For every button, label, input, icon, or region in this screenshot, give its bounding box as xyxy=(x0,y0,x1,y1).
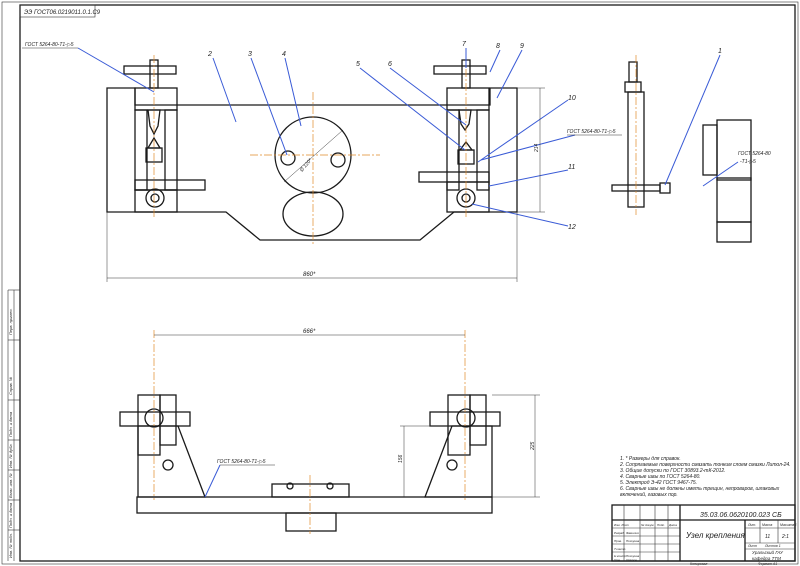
svg-text:Изм. Лист: Изм. Лист xyxy=(614,523,629,527)
dim-height-225: 225 xyxy=(530,441,536,451)
svg-text:3. Общие допуски по ГОСТ 30893: 3. Общие допуски по ГОСТ 30893.2-mК-2012… xyxy=(620,468,726,474)
svg-text:Пров.: Пров. xyxy=(614,539,622,543)
dim-top-span: 666* xyxy=(303,329,316,335)
svg-text:Разраб.: Разраб. xyxy=(614,531,625,535)
mass-value: 11 xyxy=(765,534,770,540)
pos-5: 5 xyxy=(356,61,360,68)
svg-text:Взам. инв. №: Взам. инв. № xyxy=(8,473,13,498)
svg-text:Лит.: Лит. xyxy=(747,523,756,527)
svg-text:1. * Размеры для справок.: 1. * Размеры для справок. xyxy=(620,456,681,462)
svg-text:2. Сопрягаемые поверхности сма: 2. Сопрягаемые поверхности смазать тонки… xyxy=(619,462,791,468)
svg-text:5. Электрод Э-42 ГОСТ 9467-75.: 5. Электрод Э-42 ГОСТ 9467-75. xyxy=(620,480,697,486)
part-name: Узел крепления xyxy=(685,531,745,540)
drawing-frame xyxy=(19,4,796,562)
left-clamp-head xyxy=(134,87,178,111)
side-view: 1 ГОСТ 5264-80 -Т1-▷5 xyxy=(611,48,771,243)
top-base-plate xyxy=(136,496,493,514)
designation: 35.03.06.0620100.023 СБ xyxy=(700,512,782,519)
svg-text:Подп. и дата: Подп. и дата xyxy=(8,502,13,528)
pos-8: 8 xyxy=(496,43,500,50)
dim-height-156: 156 xyxy=(398,454,404,463)
weld-note-mid: ГОСТ 5264-80-Т1-▷5 xyxy=(567,129,616,135)
pos-4: 4 xyxy=(282,51,286,58)
svg-text:Пискунов: Пискунов xyxy=(626,539,640,543)
svg-text:Н.контр.: Н.контр. xyxy=(614,554,627,558)
top-view: 666* 225 156 ГОСТ 5264-80-Т1-▷5 xyxy=(119,329,540,534)
svg-text:Копировал: Копировал xyxy=(690,562,707,566)
technical-notes: 1. * Размеры для справок. 2. Сопрягаемые… xyxy=(619,456,791,498)
svg-text:включений, газовых пор.: включений, газовых пор. xyxy=(620,491,678,498)
pos-9: 9 xyxy=(520,43,524,50)
svg-text:№ докум.: № докум. xyxy=(641,523,654,527)
svg-text:Утв.: Утв. xyxy=(614,558,621,562)
dim-height-214: 214 xyxy=(534,143,540,153)
organization-1: Уральский ГАУ xyxy=(752,549,784,555)
organization-2: кафедра ТТМ xyxy=(752,556,781,561)
dim-overall-width: 860* xyxy=(303,272,316,278)
front-view: 2 3 4 5 6 7 8 9 10 11 12 ГОСТ 5264-80-Т1… xyxy=(22,41,622,282)
weld-note-right: ГОСТ 5264-80 xyxy=(738,151,771,157)
svg-text:6. Сварные швы не должны иметь: 6. Сварные швы не должны иметь трещин, н… xyxy=(620,486,780,492)
svg-text:Справ. №: Справ. № xyxy=(8,376,13,395)
svg-text:Пискунов: Пискунов xyxy=(626,554,640,558)
pos-1: 1 xyxy=(718,48,722,55)
svg-text:Перв. примен.: Перв. примен. xyxy=(8,308,13,335)
svg-text:Шпуров: Шпуров xyxy=(626,558,637,562)
dim-diameter: Ø 120* xyxy=(298,157,314,174)
pos-6: 6 xyxy=(388,61,392,68)
svg-text:Инв. № подл.: Инв. № подл. xyxy=(8,533,13,558)
left-screw-tip xyxy=(147,109,161,136)
svg-text:Дата: Дата xyxy=(668,523,677,527)
front-plate-outline xyxy=(106,87,518,241)
svg-text:4. Сварные швы по ГОСТ 5264-80: 4. Сварные швы по ГОСТ 5264-80. xyxy=(620,474,701,480)
svg-text:Формат А1: Формат А1 xyxy=(758,562,777,566)
rotated-stamp: ЭЭ ГОСТ06.0219011.0.1.С9 xyxy=(19,4,101,18)
svg-text:Лист: Лист xyxy=(747,544,757,548)
scale-value: 2:1 xyxy=(781,534,789,540)
side-hatched-block xyxy=(716,177,752,223)
pos-7: 7 xyxy=(462,41,467,48)
svg-text:Масштаб: Масштаб xyxy=(780,523,797,527)
svg-text:Подп. и дата: Подп. и дата xyxy=(8,411,13,437)
pos-12: 12 xyxy=(568,224,576,231)
pos-3: 3 xyxy=(248,51,252,58)
svg-text:ЭЭ ГОСТ06.0219011.0.1.С9: ЭЭ ГОСТ06.0219011.0.1.С9 xyxy=(24,10,101,16)
svg-text:Масса: Масса xyxy=(762,523,772,527)
weld-note-left: ГОСТ 5264-80-Т1-▷5 xyxy=(25,42,74,48)
title-block: 35.03.06.0620100.023 СБ Узел крепления Л… xyxy=(611,504,797,566)
right-clamp-head xyxy=(446,87,490,111)
svg-text:Листов 1: Листов 1 xyxy=(764,544,781,548)
weld-note-right-2: -Т1-▷5 xyxy=(740,159,756,165)
svg-text:Т.контр.: Т.контр. xyxy=(614,547,626,551)
pos-10: 10 xyxy=(568,95,576,102)
pos-2: 2 xyxy=(207,51,212,58)
side-frame: Перв. примен. Справ. № Подп. и дата Инв.… xyxy=(7,289,20,561)
svg-text:Фамилия: Фамилия xyxy=(626,531,639,535)
svg-text:Инв. № дубл.: Инв. № дубл. xyxy=(8,443,13,468)
svg-text:Подп.: Подп. xyxy=(657,523,665,527)
weld-note-bottom: ГОСТ 5264-80-Т1-▷5 xyxy=(217,459,266,465)
pos-11: 11 xyxy=(568,164,575,171)
right-screw-handle xyxy=(433,65,487,75)
